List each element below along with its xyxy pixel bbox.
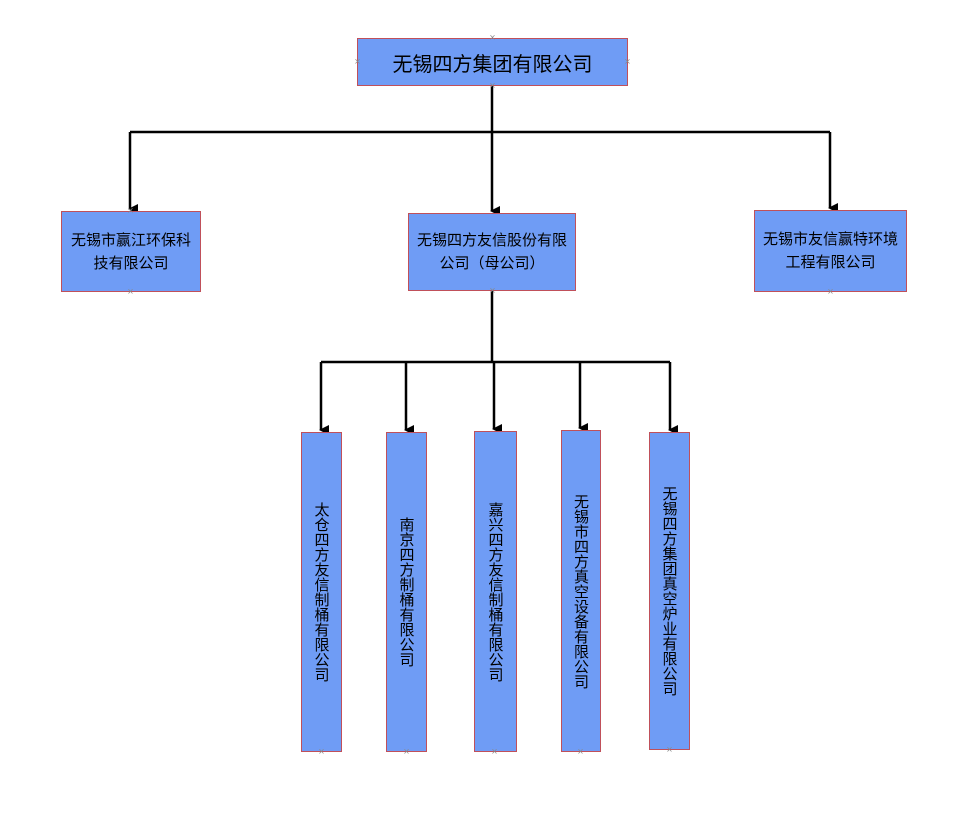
selection-handle-icon: × <box>403 747 410 756</box>
subsidiary-label: 南京四方制桶有限公司 <box>397 517 416 667</box>
subsidiary-label: 无锡市四方真空设备有限公司 <box>572 493 590 689</box>
selection-handle-icon: × <box>491 747 498 756</box>
subsidiary-label: 无锡市友信赢特环境工程有限公司 <box>762 230 898 271</box>
subsidiary-label: 无锡市赢江环保科技有限公司 <box>70 230 191 272</box>
selection-handle-icon: × <box>666 745 673 754</box>
selection-handle-icon: × <box>489 33 496 42</box>
root-company-label: 无锡四方集团有限公司 <box>392 51 593 76</box>
subsidiary-box-yingjiang[interactable]: 无锡市赢江环保科技有限公司 <box>61 211 201 292</box>
subsidiary-label: 嘉兴四方友信制桶有限公司 <box>486 501 505 682</box>
parent-company-box[interactable]: 无锡四方友信股份有限公司（母公司） <box>408 213 576 291</box>
selection-handle-icon: × <box>127 206 134 215</box>
subsidiary-box-jiaxing[interactable]: 嘉兴四方友信制桶有限公司 <box>474 431 517 752</box>
subsidiary-box-taicang[interactable]: 太仓四方友信制桶有限公司 <box>301 432 342 752</box>
selection-handle-icon: × <box>354 57 361 66</box>
subsidiary-label: 无锡四方集团真空炉业有限公司 <box>660 486 679 696</box>
selection-handle-icon: × <box>127 287 134 296</box>
subsidiary-box-vacuum-equipment[interactable]: 无锡市四方真空设备有限公司 <box>561 430 601 752</box>
subsidiary-box-youxin-yingte[interactable]: 无锡市友信赢特环境工程有限公司 <box>754 210 907 292</box>
selection-handle-icon: × <box>577 747 584 756</box>
selection-handle-icon: × <box>827 287 834 296</box>
selection-handle-icon: × <box>318 747 325 756</box>
parent-company-label: 无锡四方友信股份有限公司（母公司） <box>416 231 567 272</box>
subsidiary-label: 太仓四方友信制桶有限公司 <box>312 502 331 682</box>
subsidiary-box-vacuum-furnace[interactable]: 无锡四方集团真空炉业有限公司 <box>649 432 690 750</box>
selection-handle-icon: × <box>489 286 496 295</box>
selection-handle-icon: × <box>624 57 631 66</box>
subsidiary-box-nanjing[interactable]: 南京四方制桶有限公司 <box>386 432 427 752</box>
root-company-box[interactable]: 无锡四方集团有限公司 <box>357 38 628 86</box>
selection-handle-icon: × <box>489 81 496 90</box>
